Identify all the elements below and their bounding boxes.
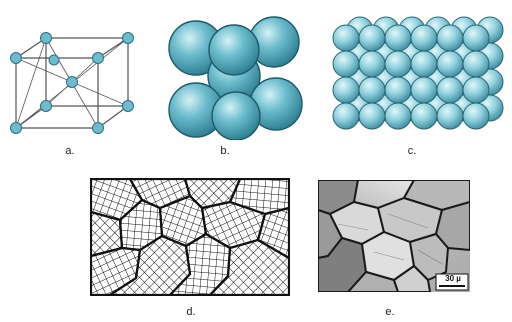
lattice-atom: [436, 24, 464, 52]
panel-d-grain-drawing: [90, 178, 290, 296]
lattice-atom: [410, 50, 438, 78]
lattice-atom: [332, 102, 360, 130]
lattice-atom: [358, 102, 386, 130]
lattice-atom: [358, 50, 386, 78]
lattice-atom: [436, 50, 464, 78]
lattice-atom: [384, 50, 412, 78]
lattice-atom: [358, 24, 386, 52]
panel-b-label: b.: [220, 145, 230, 157]
lattice-atom: [332, 76, 360, 104]
lattice-atom: [436, 76, 464, 104]
lattice-atom: [384, 24, 412, 52]
lattice-atom: [462, 102, 490, 130]
grain-structure-drawing: [90, 178, 290, 296]
lattice-atom: [410, 24, 438, 52]
panel-c-crystal-lattice: [330, 14, 506, 136]
lattice-atom: [384, 76, 412, 104]
grains: [90, 178, 290, 296]
lattice-atom: [462, 50, 490, 78]
panel-e-micrograph: 30 µ: [318, 180, 470, 292]
lattice-atom: [410, 76, 438, 104]
lattice-atom: [462, 76, 490, 104]
crystal-lattice-diagram: [332, 16, 504, 130]
lattice-atom: [332, 50, 360, 78]
panel-a-unit-cell: [8, 24, 138, 136]
lattice-atoms: [332, 16, 504, 130]
panel-e-label: e.: [385, 306, 395, 318]
lattice-atom: [358, 76, 386, 104]
lattice-atom: [462, 24, 490, 52]
packed-spheres-diagram: [168, 16, 303, 140]
panel-a-label: a.: [65, 145, 75, 157]
lattice-atom: [410, 102, 438, 130]
scale-bar-label: 30 µ: [445, 274, 461, 283]
unit-cell-diagram: [10, 32, 134, 134]
lattice-atom: [332, 24, 360, 52]
atom-spheres: [168, 16, 303, 140]
panel-d-label: d.: [186, 306, 196, 318]
grain-micrograph-image: [318, 180, 470, 292]
panel-b-packed-spheres: [160, 12, 310, 140]
surface-texture: [337, 213, 443, 265]
unit-cell-atoms: [10, 32, 134, 134]
lattice-atom: [436, 102, 464, 130]
lattice-atom: [384, 102, 412, 130]
panel-c-label: c.: [407, 145, 417, 157]
